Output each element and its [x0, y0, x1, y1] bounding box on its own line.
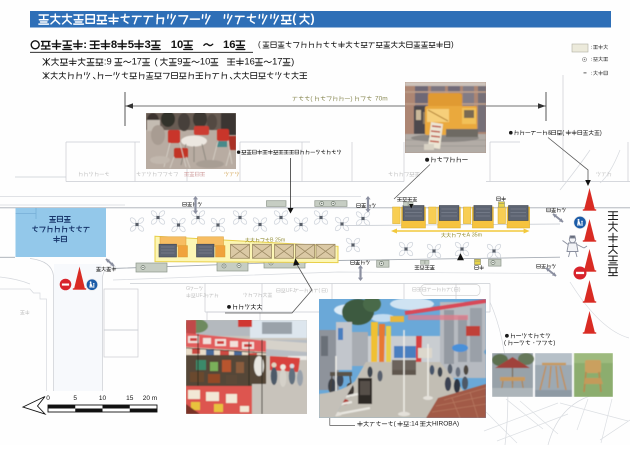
- svg-text:(: (: [155, 56, 159, 67]
- svg-text:16: 16: [223, 39, 236, 51]
- svg-text:(: (: [258, 40, 261, 49]
- svg-text:70m: 70m: [375, 95, 388, 102]
- svg-text:UFJ: UFJ: [286, 288, 296, 294]
- svg-text:(: (: [292, 12, 297, 26]
- svg-text:17: 17: [272, 56, 282, 67]
- svg-text:9: 9: [177, 56, 182, 67]
- svg-text:): ): [553, 340, 555, 347]
- svg-text:(: (: [319, 288, 321, 294]
- svg-text:16: 16: [244, 56, 254, 67]
- svg-text:B: B: [270, 238, 274, 244]
- svg-text:): ): [291, 56, 294, 67]
- svg-text:3: 3: [145, 39, 151, 51]
- svg-text::9: :9: [104, 56, 112, 67]
- svg-text:25m: 25m: [275, 238, 286, 244]
- svg-text:G: G: [186, 286, 190, 292]
- svg-text:5: 5: [128, 39, 134, 51]
- svg-text:): ): [311, 12, 315, 26]
- svg-text:): ): [451, 40, 454, 49]
- svg-text:0: 0: [46, 395, 50, 402]
- svg-text:8: 8: [111, 39, 117, 51]
- svg-text:): ): [350, 95, 352, 102]
- svg-text:(: (: [451, 287, 453, 293]
- svg-text:35m: 35m: [472, 233, 483, 239]
- svg-text:(: (: [394, 421, 397, 428]
- svg-text:(: (: [310, 95, 313, 102]
- svg-text::: :: [83, 39, 87, 51]
- svg-text:UFJ: UFJ: [196, 293, 206, 299]
- svg-text:&: &: [548, 130, 552, 136]
- svg-text:10: 10: [99, 395, 107, 402]
- svg-text:15: 15: [126, 395, 134, 402]
- svg-text::14: :14: [409, 421, 418, 428]
- svg-text:(: (: [504, 340, 507, 347]
- svg-text:): ): [459, 287, 461, 293]
- svg-text:5: 5: [73, 395, 77, 402]
- svg-text:): ): [600, 130, 602, 136]
- svg-text:10: 10: [200, 56, 210, 67]
- svg-text:20 m: 20 m: [143, 395, 157, 402]
- svg-text:HIROBA): HIROBA): [432, 421, 459, 428]
- svg-text:10: 10: [171, 39, 184, 51]
- svg-text:): ): [326, 288, 328, 294]
- svg-text:(: (: [562, 130, 564, 136]
- svg-text:A: A: [467, 233, 471, 239]
- svg-text:17: 17: [132, 56, 142, 67]
